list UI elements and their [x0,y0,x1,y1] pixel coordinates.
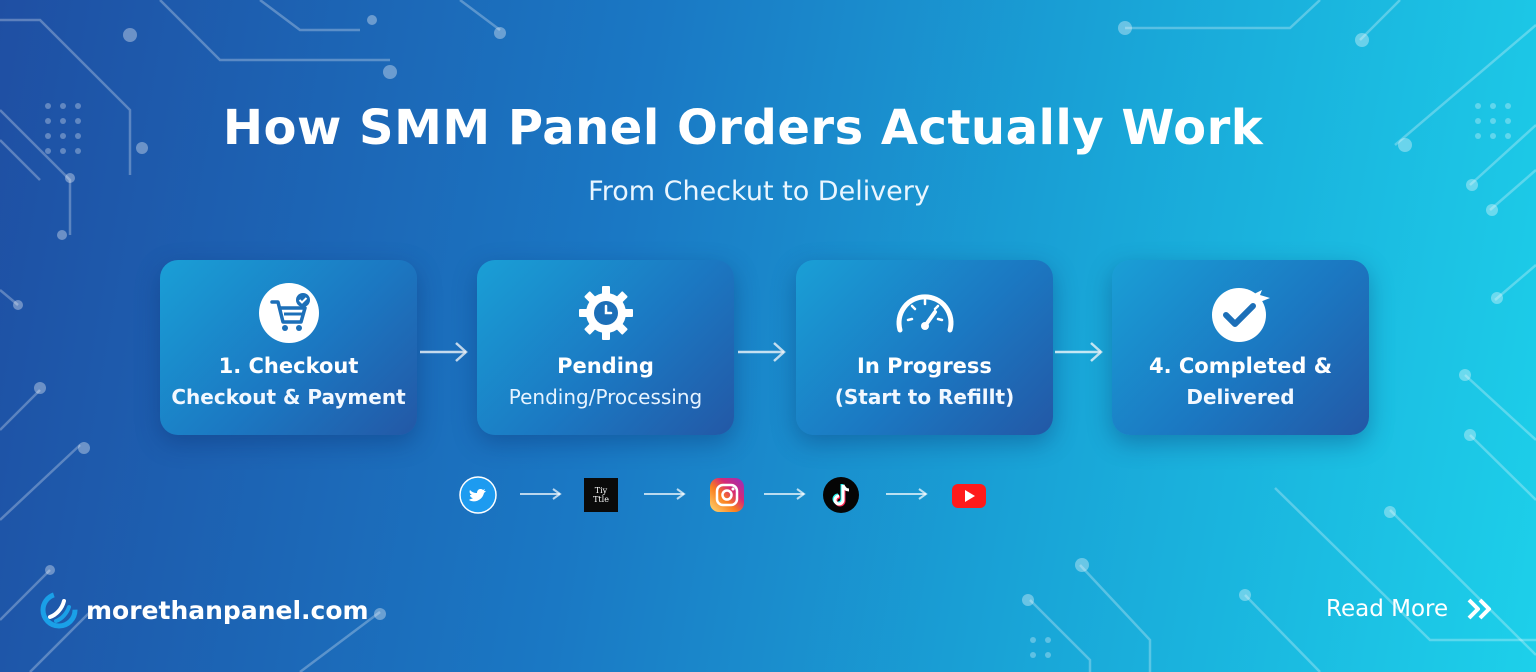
arrow-right-icon [764,488,806,500]
brand-logo-icon [40,591,78,629]
tiktok-text-icon: Tiy Ttle [584,478,618,512]
step-card-checkout: 1. Checkout Checkout & Payment [160,260,417,435]
twitter-icon [459,476,497,514]
step-title: Pending [557,354,654,378]
step-card-completed: 4. Completed & Delivered [1112,260,1369,435]
arrow-right-icon [886,488,928,500]
arrow-right-icon [420,342,468,362]
brand-name: morethanpanel.com [86,595,369,625]
gauge-icon [896,294,954,333]
arrow-right-icon [1055,342,1103,362]
tiktok-text-label: Tiy Ttle [593,486,609,504]
step-subtitle: (Start to Refillt) [834,385,1015,409]
brand-link[interactable]: morethanpanel.com [40,590,369,630]
instagram-icon [710,478,744,512]
read-more-button[interactable]: Read More [1326,592,1494,626]
youtube-icon [952,484,986,508]
page-title: How SMM Panel Orders Actually Work [222,100,1264,156]
cart-check-icon [259,283,319,343]
step-title: In Progress [857,354,992,378]
double-chevron-right-icon [1467,598,1492,620]
tiktok-icon [823,477,859,513]
check-arrow-icon [1212,288,1270,342]
step-subtitle: Checkout & Payment [171,385,406,409]
arrow-right-icon [738,342,786,362]
gear-clock-icon [579,286,633,340]
arrow-right-icon [520,488,562,500]
step-title: 1. Checkout [218,354,359,378]
step-title: 4. Completed & [1148,354,1333,378]
step-subtitle: Pending/Processing [508,385,703,409]
read-more-label: Read More [1326,596,1449,622]
step-subtitle: Delivered [1186,385,1295,409]
page-subtitle: From Checkut to Delivery [588,176,930,207]
step-card-pending: Pending Pending/Processing [477,260,734,435]
step-card-in-progress: In Progress (Start to Refillt) [796,260,1053,435]
arrow-right-icon [644,488,686,500]
